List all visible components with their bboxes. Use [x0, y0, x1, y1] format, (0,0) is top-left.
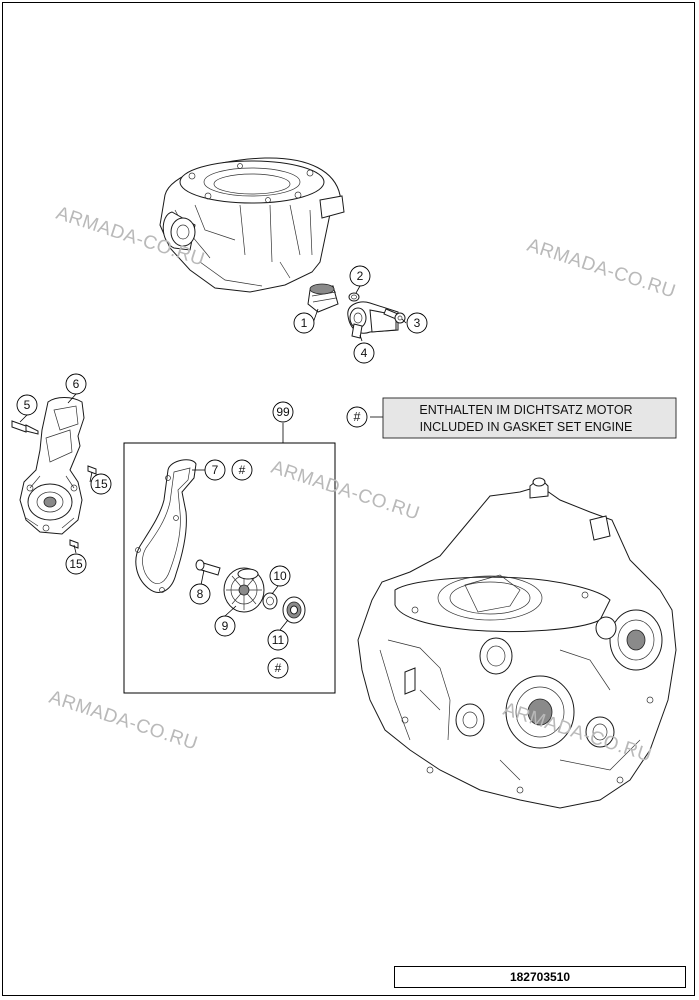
callout-10: 10	[269, 565, 291, 587]
callout-3-label: 3	[414, 316, 421, 330]
callout-7-hash: #	[231, 459, 253, 481]
callout-6-label: 6	[73, 377, 80, 391]
callout-7: 7	[204, 459, 226, 481]
callouts: 1 2 3 4 5 6 15 15	[16, 265, 428, 679]
washer-part	[262, 592, 278, 610]
callout-7-label: 7	[212, 463, 219, 477]
callout-3: 3	[406, 312, 428, 334]
callout-10-label: 10	[273, 569, 287, 583]
callout-11-label: 11	[272, 633, 285, 647]
drawing-number-box: 182703510	[394, 966, 686, 988]
callout-15b-label: 15	[69, 557, 83, 571]
callout-5: 5	[16, 394, 38, 416]
callout-4-label: 4	[361, 346, 368, 360]
dowel-15b-part	[69, 539, 79, 549]
cylinder-part	[159, 157, 345, 293]
screw-part	[383, 308, 406, 324]
callout-2-label: 2	[357, 269, 364, 283]
callout-8-label: 8	[197, 587, 204, 601]
callout-99: 99	[272, 401, 294, 423]
callout-11-hash-label: #	[275, 661, 282, 675]
crankcase-part	[357, 477, 677, 809]
callout-4: 4	[353, 342, 375, 364]
callout-2: 2	[349, 265, 371, 287]
callout-1-label: 1	[301, 316, 308, 330]
dowel-15a-part	[87, 465, 97, 475]
callout-11: 11	[267, 629, 289, 651]
note-line-2: INCLUDED IN GASKET SET ENGINE	[420, 420, 633, 434]
o-ring-part	[348, 292, 360, 302]
callout-5-label: 5	[24, 398, 31, 412]
watermark-2: ARMADA-CO.RU	[524, 235, 678, 303]
pump-cover-part	[19, 397, 85, 535]
callout-11-hash: #	[267, 657, 289, 679]
thermostat-housing-part	[347, 301, 399, 339]
callout-8: 8	[189, 583, 211, 605]
callout-9: 9	[214, 615, 236, 637]
watermark-3: ARMADA-CO.RU	[268, 457, 422, 525]
pump-shaft-part	[195, 559, 221, 576]
thermostat-part	[307, 283, 339, 313]
callout-1: 1	[293, 312, 315, 334]
note-symbol: #	[354, 410, 361, 424]
callout-15a: 15	[90, 473, 112, 495]
impeller-part	[223, 567, 265, 613]
drawing-number: 182703510	[509, 970, 571, 984]
gasket-set-note: # ENTHALTEN IM DICHTSATZ MOTOR INCLUDED …	[346, 397, 677, 439]
callout-15b: 15	[65, 553, 87, 575]
callout-6: 6	[65, 373, 87, 395]
callout-9-label: 9	[222, 619, 229, 633]
pump-gasket-part	[135, 459, 197, 593]
gasket-set-box	[123, 442, 336, 694]
note-line-1: ENTHALTEN IM DICHTSATZ MOTOR	[419, 403, 632, 417]
note-symbol-circle	[346, 406, 368, 428]
bolt-5-part	[11, 420, 39, 435]
callout-99-label: 99	[276, 405, 290, 419]
callout-15a-label: 15	[94, 477, 108, 491]
note-box	[382, 397, 677, 439]
watermark-4: ARMADA-CO.RU	[46, 687, 200, 755]
leader-lines	[19, 285, 407, 631]
callout-7-hash-label: #	[239, 463, 246, 477]
shaft-seal-part	[282, 596, 306, 624]
